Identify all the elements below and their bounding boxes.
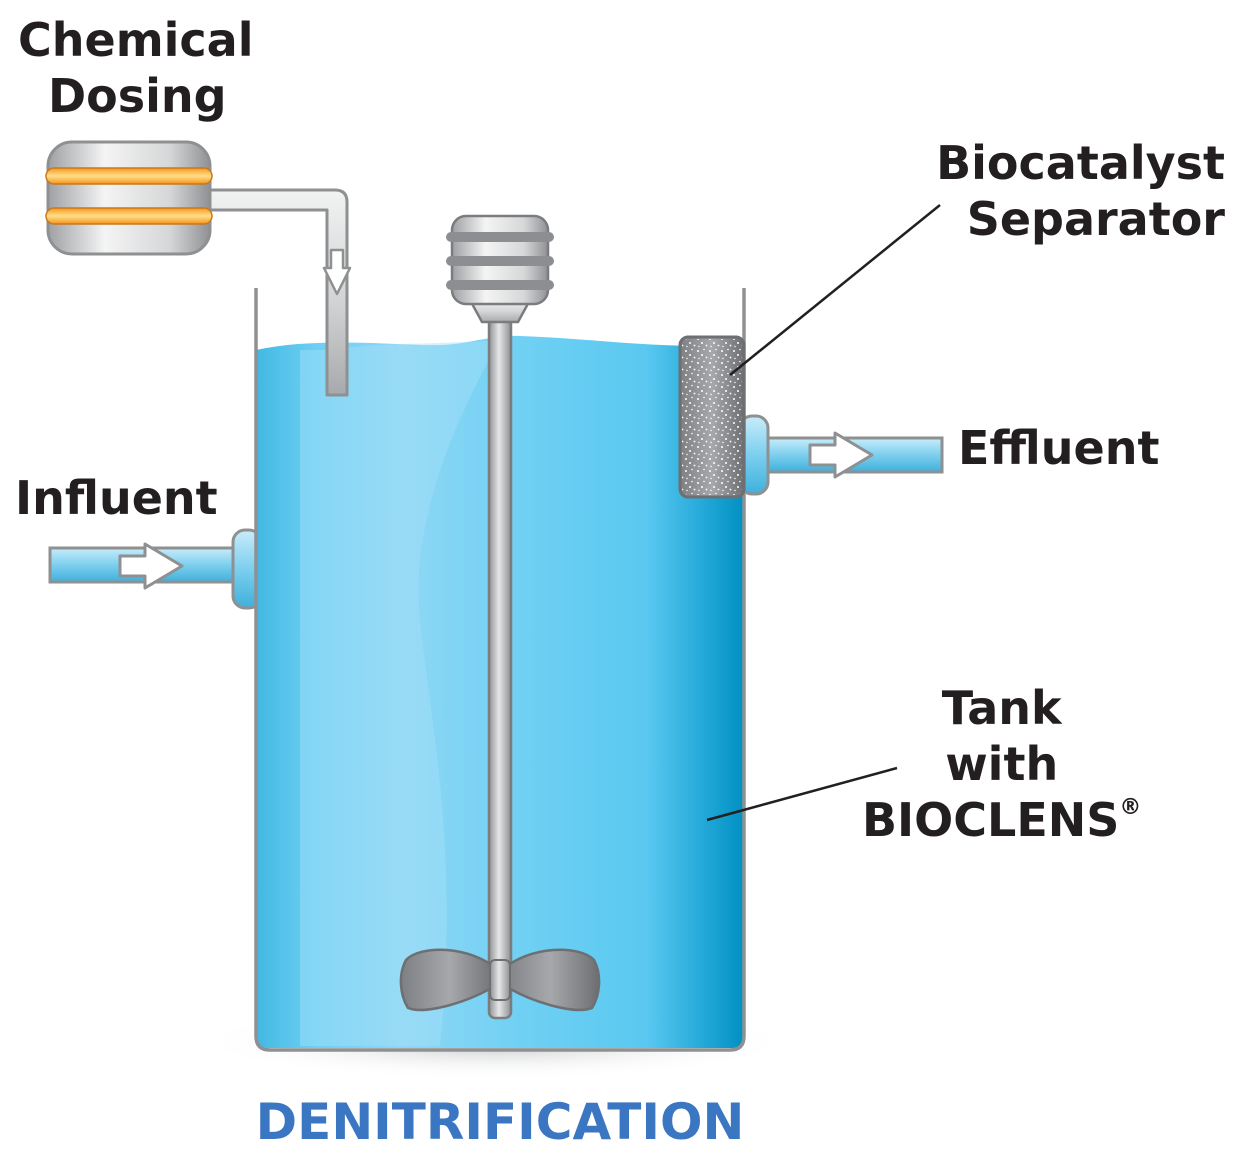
- tank-wall: [254, 288, 746, 1052]
- process-title: DENITRIFICATION: [255, 1093, 745, 1151]
- separator-leader-line: [729, 204, 941, 376]
- dosing-arrow-icon: [322, 248, 352, 296]
- separator-label-line1: Biocatalyst: [936, 136, 1225, 190]
- dosing-feed-pipe: [198, 188, 352, 397]
- water-highlight: [300, 340, 500, 1046]
- influent-pipe: [48, 528, 263, 610]
- mixer-shaft: [487, 316, 513, 1020]
- chemical-dosing-label-line2: Dosing: [48, 69, 227, 123]
- dosing-pump: [45, 140, 213, 256]
- mixer: [399, 214, 601, 1020]
- registered-mark: ®: [1119, 795, 1142, 820]
- tank-label-line2: with: [945, 737, 1059, 791]
- tank-leader-line: [706, 766, 898, 822]
- chemical-dosing-label: Chemical Dosing: [18, 12, 253, 124]
- influent-arrow-icon: [118, 542, 184, 590]
- mixer-motor: [446, 214, 554, 324]
- chemical-dosing-label-line1: Chemical: [18, 13, 254, 67]
- tank-label-line1: Tank: [941, 681, 1062, 735]
- biocatalyst-separator-label: Biocatalyst Separator: [936, 135, 1225, 247]
- mixer-impeller: [399, 948, 601, 1012]
- tank-label-line3: BIOCLENS®: [862, 792, 1141, 858]
- effluent-pipe: [738, 414, 944, 496]
- influent-label: Influent: [15, 471, 218, 525]
- tank-label-brand: BIOCLENS: [862, 793, 1120, 847]
- effluent-arrow-icon: [808, 431, 874, 479]
- tank-label: Tank with BIOCLENS®: [862, 680, 1141, 858]
- separator-label-line2: Separator: [966, 192, 1225, 246]
- biocatalyst-separator: [678, 335, 746, 499]
- effluent-label: Effluent: [958, 421, 1160, 475]
